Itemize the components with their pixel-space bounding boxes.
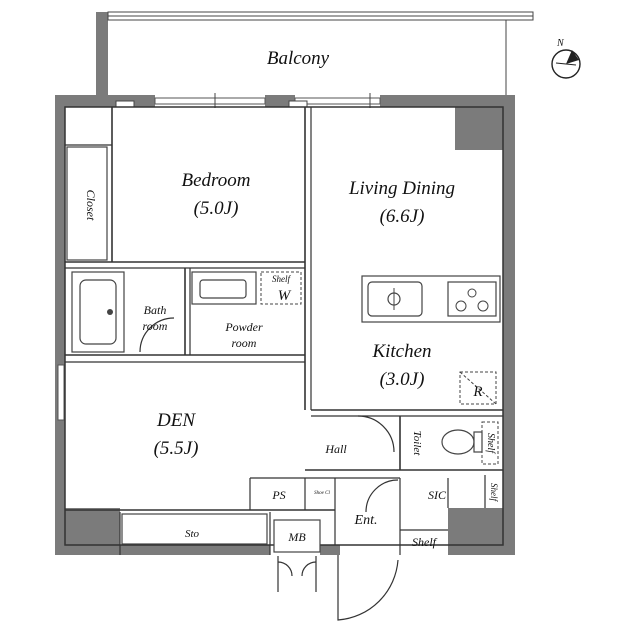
storage-label: Sto — [185, 528, 200, 540]
hall-label: Hall — [324, 442, 347, 456]
bath-label: Bath — [144, 303, 167, 317]
shoe-closet-label: Shoe Cl — [314, 491, 330, 496]
washer-label: W — [278, 288, 292, 304]
balcony-label: Balcony — [267, 48, 330, 69]
toilet-fixture — [441, 421, 499, 465]
living-dining-size: (6.6J) — [380, 206, 425, 227]
refrigerator-label: R — [472, 384, 482, 400]
toilet-label: Toilet — [411, 431, 423, 457]
sic-label: SIC — [428, 488, 447, 502]
storage — [121, 513, 268, 545]
meter-box-label: MB — [287, 530, 306, 544]
compass-label: N — [556, 38, 565, 49]
meter-box — [273, 519, 321, 553]
entrance-label: Ent. — [354, 513, 378, 528]
bathtub — [71, 271, 125, 353]
bath-label-2: room — [143, 319, 168, 333]
den-label: DEN — [156, 410, 196, 431]
entry-door — [337, 555, 399, 621]
powder-label: Powder — [224, 320, 263, 334]
balcony — [96, 11, 534, 96]
powder-label-2: room — [232, 336, 257, 350]
bedroom-size: (5.0J) — [194, 198, 239, 219]
bath-door — [139, 317, 175, 353]
ps-label: PS — [271, 488, 285, 502]
toilet-shelf-label: Shelf — [485, 433, 496, 454]
entrance-shelf-label: Shelf — [412, 535, 438, 549]
compass-icon — [551, 49, 581, 79]
closet-label: Closet — [84, 190, 98, 221]
meter-box-doors — [277, 561, 317, 577]
hall-door — [357, 415, 395, 453]
kitchen-size: (3.0J) — [380, 369, 425, 390]
living-dining-label: Living Dining — [348, 178, 455, 199]
den-size: (5.5J) — [154, 438, 199, 459]
entrance-inner-door — [365, 479, 399, 513]
bedroom-label: Bedroom — [182, 170, 251, 191]
washbasin — [191, 271, 257, 305]
closet — [66, 146, 108, 261]
washer-space — [260, 271, 302, 305]
kitchen-counter — [361, 275, 501, 323]
exterior-walls — [55, 93, 515, 555]
sic-shelf-label: Shelf — [489, 483, 499, 502]
kitchen-label: Kitchen — [371, 341, 431, 362]
refrigerator-space — [459, 371, 497, 405]
shelf-label-w: Shelf — [272, 274, 291, 284]
